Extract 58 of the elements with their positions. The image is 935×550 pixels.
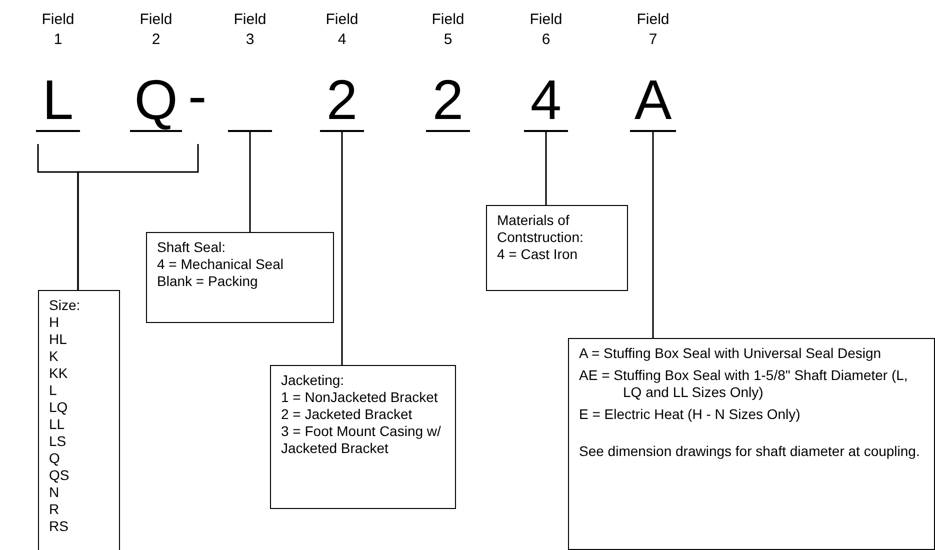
leader-line [77,144,199,290]
option-text: A = Stuffing Box Seal with Universal Seal Design [579,345,882,362]
code-character: 2 [432,68,464,131]
option-box [38,290,120,550]
field-heading: Field 6 [528,10,564,50]
code-character: Q [134,68,178,131]
field-heading: Field 4 [324,10,360,50]
leader-line [249,132,251,232]
option-text: QS [49,467,70,484]
code-field [524,10,568,132]
box-heading: Shaft Seal: [157,239,226,256]
option-box [568,338,935,550]
leader-line [652,132,654,338]
code-character: 2 [326,68,358,131]
option-text: See dimension drawings for shaft diameter at coupling. [579,443,921,460]
code-character: 4 [530,68,562,131]
option-box [486,205,628,291]
option-text: Q [49,450,61,467]
option-text: 1 = NonJacketed Bracket [281,389,439,406]
option-text: L [49,382,58,399]
option-box [270,365,456,509]
option-text: 2 = Jacketed Bracket [281,406,414,423]
option-text: 4 = Cast Iron [497,246,579,263]
option-text: LL [49,416,66,433]
field-heading: Field 2 [138,10,174,50]
option-text: 3 = Foot Mount Casing w/ Jacketed Bracket [281,423,442,457]
code-field [320,10,364,132]
leader-line [341,132,343,365]
option-text: N [49,484,60,501]
option-text: H [49,314,60,331]
option-text: R [49,501,60,518]
field-heading: Field 3 [232,10,268,50]
option-box [146,232,334,323]
option-text: E = Electric Heat (H - N Sizes Only) [579,406,802,423]
option-text: LS [49,433,68,450]
box-heading: Size: [49,297,82,314]
code-field [426,10,470,132]
dash-separator: - [188,68,207,124]
code-field [130,10,182,132]
box-heading: Materials of Contstruction: [497,212,584,246]
option-text: KK [49,365,69,382]
code-field [228,10,272,132]
option-text: LQ [49,399,69,416]
leader-line [545,132,547,205]
option-text: AE = Stuffing Box Seal with 1-5/8" Shaft Diameter (L, LQ and LL Sizes Only) [579,367,909,401]
field-heading: Field 7 [636,10,670,50]
option-text: Blank = Packing [157,273,259,290]
box-heading: Jacketing: [281,372,346,389]
code-character: A [634,68,672,131]
option-text: RS [49,518,70,535]
option-text: HL [49,331,68,348]
code-field [36,10,80,132]
option-text: K [49,348,60,365]
field-heading: Field 5 [430,10,466,50]
option-text: 4 = Mechanical Seal [157,256,284,273]
field-heading: Field 1 [40,10,76,50]
code-field [630,10,676,132]
code-character: L [42,68,74,131]
